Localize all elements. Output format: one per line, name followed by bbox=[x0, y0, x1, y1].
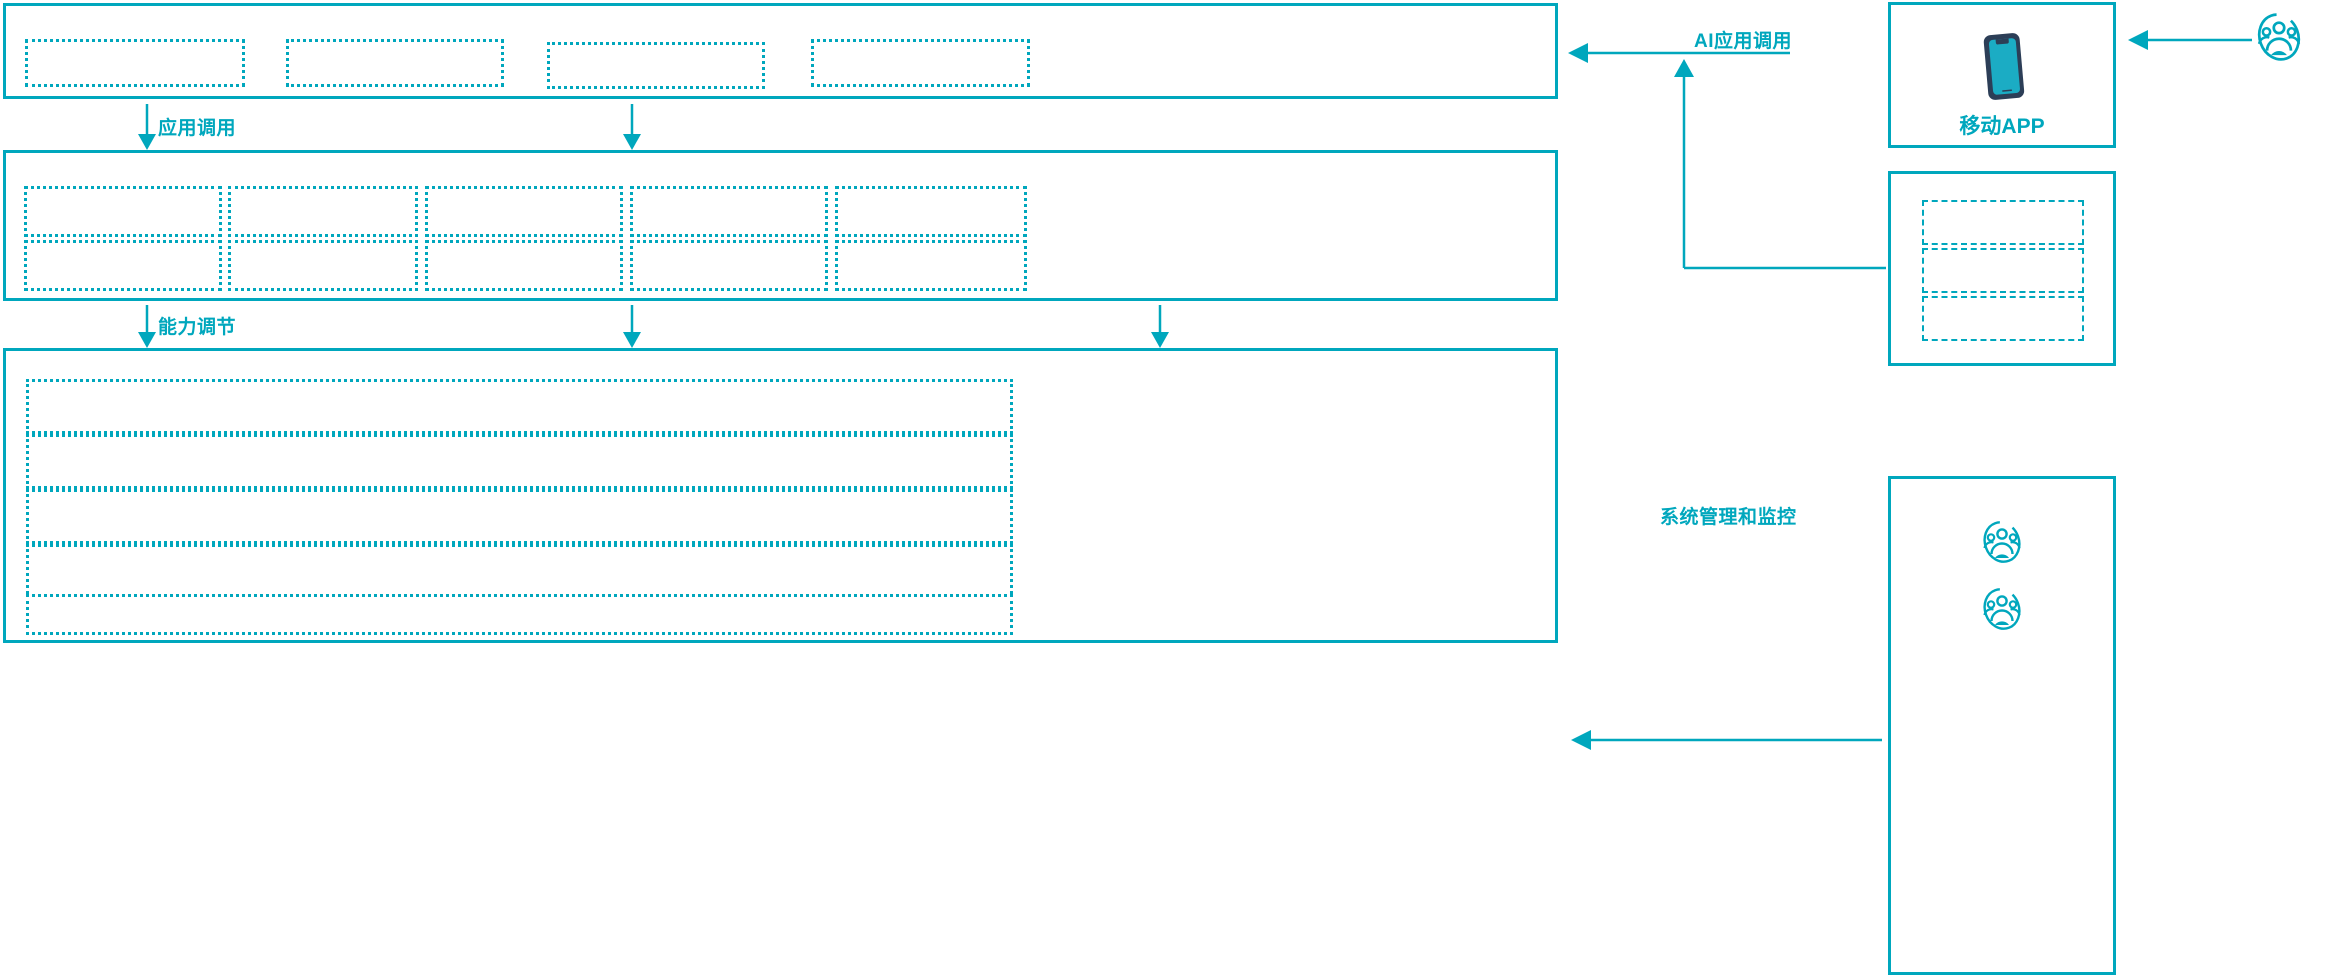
arrow-cap-to-platform-3 bbox=[1151, 305, 1169, 348]
cap-box-r2c4[interactable] bbox=[630, 240, 828, 291]
cap-box-r1c5[interactable] bbox=[835, 186, 1027, 237]
mobile-app-caption: 移动APP bbox=[1959, 115, 2045, 138]
ops-users-group-icon-2 bbox=[1982, 587, 2022, 631]
cap-box-r1c3[interactable] bbox=[425, 186, 623, 237]
cap-box-r1c1[interactable] bbox=[24, 186, 222, 237]
arrow-external-user-to-app bbox=[2128, 30, 2252, 50]
app-box-3[interactable] bbox=[547, 42, 765, 89]
flow-label-app-invocation: 应用调用 bbox=[158, 118, 237, 139]
arrow-cap-to-platform-1 bbox=[138, 305, 156, 348]
smartphone-icon bbox=[1976, 30, 2032, 104]
cap-box-r2c2[interactable] bbox=[228, 240, 418, 291]
cap-box-r2c3[interactable] bbox=[425, 240, 623, 291]
platform-row-2[interactable] bbox=[26, 434, 1013, 489]
app-box-2[interactable] bbox=[286, 39, 504, 87]
ops-users-group-icon-1 bbox=[1982, 520, 2022, 564]
arrow-system-mgmt bbox=[1571, 730, 1882, 750]
flow-label-capability-adjustment: 能力调节 bbox=[158, 317, 237, 338]
cap-box-r1c2[interactable] bbox=[228, 186, 418, 237]
platform-row-3[interactable] bbox=[26, 489, 1013, 544]
arrow-app-to-capability-right bbox=[623, 104, 641, 150]
arrow-ai-app-riser bbox=[1674, 59, 1886, 270]
app-box-1[interactable] bbox=[25, 39, 245, 87]
operations-panel[interactable] bbox=[1888, 476, 2116, 975]
application-layer bbox=[3, 3, 1558, 99]
channel-box-3[interactable] bbox=[1922, 296, 2084, 341]
channel-box-2[interactable] bbox=[1922, 248, 2084, 293]
cap-box-r2c5[interactable] bbox=[835, 240, 1027, 291]
cap-box-r1c4[interactable] bbox=[630, 186, 828, 237]
external-users-group-icon bbox=[2256, 12, 2302, 62]
channel-box-1[interactable] bbox=[1922, 200, 2084, 245]
cap-box-r2c1[interactable] bbox=[24, 240, 222, 291]
arrow-app-to-capability-left bbox=[138, 104, 156, 150]
platform-row-5[interactable] bbox=[26, 594, 1013, 635]
flow-label-system-mgmt-monitor: 系统管理和监控 bbox=[1660, 507, 1797, 528]
app-box-4[interactable] bbox=[811, 39, 1030, 87]
platform-row-1[interactable] bbox=[26, 379, 1013, 434]
platform-row-4[interactable] bbox=[26, 544, 1013, 599]
flow-label-ai-app-invocation: AI应用调用 bbox=[1694, 31, 1793, 52]
arrow-cap-to-platform-2 bbox=[623, 305, 641, 348]
